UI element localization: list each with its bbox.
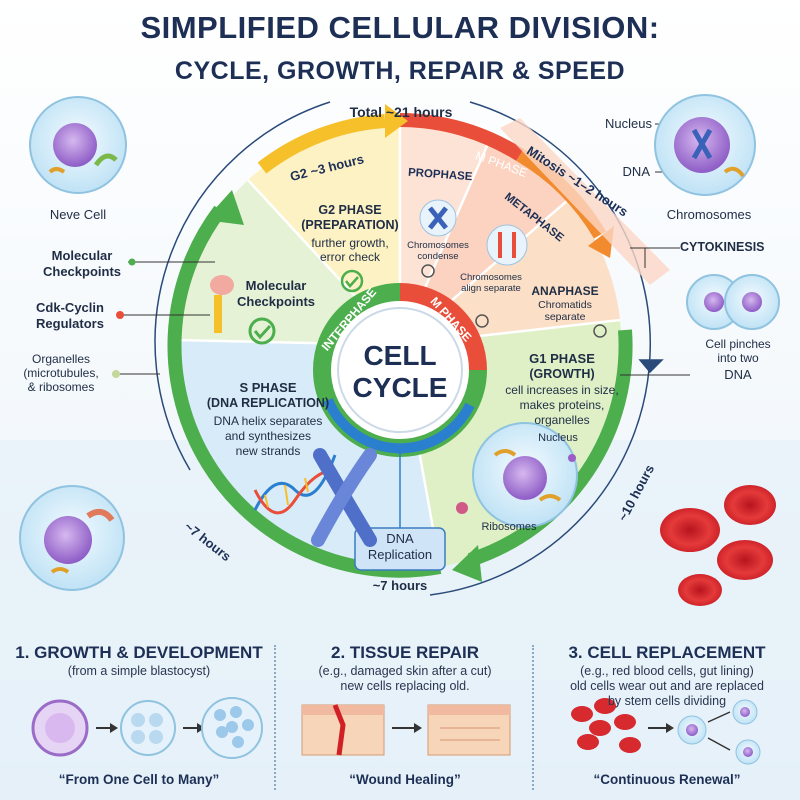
- panel-repair-caption: “Wound Healing”: [349, 772, 461, 787]
- center-title-line2: CYCLE: [352, 372, 448, 403]
- prophase-title: PROPHASE: [408, 167, 474, 183]
- dna-box-line1: DNA: [386, 531, 414, 546]
- green-right-arc: [467, 329, 633, 567]
- s-phase-title: S PHASE: [239, 380, 297, 395]
- green-bottom-arrowhead: [452, 545, 482, 582]
- chromosomes-side-label: Chromosomes: [666, 207, 752, 222]
- cytokinesis-cells-illustration: [686, 274, 780, 330]
- nucleus-cell-illustration: [654, 94, 756, 196]
- anaphase-desc-line2: separate: [544, 311, 586, 323]
- organelles-line2: (microtubules,: [23, 366, 99, 380]
- m-phase-ring: [399, 283, 487, 371]
- g1-phase-title: G1 PHASE: [529, 351, 595, 366]
- g2-phase-subtitle: (PREPARATION): [301, 218, 399, 232]
- m-phase-icons: [419, 199, 607, 338]
- leader-lines: [112, 123, 695, 378]
- center-title-line1: CELL: [363, 340, 437, 371]
- yellow-arrow-arc: [257, 114, 386, 174]
- main-subtitle: CYCLE, GROWTH, REPAIR & SPEED: [174, 57, 626, 85]
- checkpoint-label-line2: Checkpoints: [236, 294, 315, 309]
- main-title: SIMPLIFIED CELLULAR DIVISION:: [140, 10, 660, 45]
- s-desc-line3: new strands: [235, 444, 301, 458]
- red-blood-cells-illustration: [660, 485, 776, 606]
- cdk-line1: Cdk-Cyclin: [36, 300, 104, 315]
- dna-replication-box: [354, 527, 446, 571]
- metaphase-desc-line1: Chromosomes: [460, 272, 522, 283]
- anaphase-title: ANAPHASE: [531, 284, 599, 298]
- dna-side-label: DNA: [622, 164, 650, 179]
- g2-desc-line1: further growth,: [311, 236, 389, 250]
- panel-divider-1: [274, 645, 276, 790]
- cell-replacement-illustration: [571, 698, 761, 765]
- g2-phase-title: G2 PHASE: [318, 203, 382, 217]
- g1-desc-line1: cell increases in size,: [505, 383, 619, 397]
- inner-ring: [313, 283, 487, 457]
- checkpoint-label-line1: Molecular: [245, 278, 307, 293]
- mol-check-side-line2: Checkpoints: [42, 264, 121, 279]
- checkpoint-icons: [210, 269, 364, 345]
- dna-right-label: DNA: [724, 367, 752, 382]
- g1-cell-illustration: [456, 422, 578, 528]
- s-desc-line1: DNA helix separates: [213, 414, 323, 428]
- organelles-line3: & ribosomes: [27, 380, 95, 394]
- panel-replacement-title: 3. CELL REPLACEMENT: [568, 643, 766, 662]
- g1-nucleus-label: Nucleus: [538, 432, 578, 444]
- s-phase-subtitle: (DNA REPLICATION): [206, 396, 330, 410]
- panel-divider-2: [532, 645, 534, 790]
- yellow-arrowhead: [385, 104, 408, 138]
- panel-replacement-sub3: by stem cells dividing: [607, 694, 727, 708]
- total-time-label: Total ~21 hours: [349, 104, 453, 120]
- pinch-line2: into two: [717, 351, 759, 365]
- panel-repair-title: 2. TISSUE REPAIR: [331, 643, 479, 662]
- metaphase-desc-line2: align separate: [461, 283, 521, 294]
- panel-replacement-caption: “Continuous Renewal”: [593, 772, 741, 787]
- mitosis-band: [500, 118, 670, 285]
- anaphase-desc-line1: Chromatids: [538, 299, 592, 311]
- g1-desc-line2: makes proteins,: [519, 398, 605, 412]
- panel-repair-sub1: (e.g., damaged skin after a cut): [318, 664, 492, 678]
- panel-growth-caption: “From One Cell to Many”: [58, 772, 220, 787]
- panel-repair-sub2: new cells replacing old.: [340, 679, 470, 693]
- cytokinesis-label: CYTOKINESIS: [680, 240, 765, 254]
- dna-box-line2: Replication: [367, 547, 433, 562]
- chromosome-illustration: [311, 448, 377, 547]
- growth-illustration: [31, 697, 263, 759]
- panel-growth-title: 1. GROWTH & DEVELOPMENT: [15, 643, 263, 662]
- g1-ribosomes-label: Ribosomes: [481, 521, 537, 533]
- panel-replacement-sub1: (e.g., red blood cells, gut lining): [580, 664, 754, 678]
- panel-replacement-sub2: old cells wear out and are replaced: [570, 679, 764, 693]
- g2-desc-line2: error check: [319, 250, 381, 264]
- organelles-line1: Organelles: [31, 352, 91, 366]
- dna-connector-dot: [396, 446, 404, 454]
- timing-ring: [154, 101, 664, 596]
- neve-cell-label: Neve Cell: [49, 207, 107, 222]
- panel-growth-sub: (from a simple blastocyst): [67, 664, 211, 678]
- prophase-desc-line1: Chromosomes: [407, 240, 469, 251]
- tissue-repair-illustration: [301, 704, 511, 756]
- bottom-time-label: ~7 hours: [372, 578, 428, 593]
- prophase-desc-line2: condense: [417, 251, 459, 262]
- left-large-cell-illustration: [19, 485, 125, 591]
- g1-desc-line3: organelles: [534, 413, 590, 427]
- g2-sector: [248, 120, 400, 345]
- mol-check-side-line1: Molecular: [51, 248, 113, 263]
- s-desc-line2: and synthesizes: [224, 429, 312, 443]
- nerve-cell-illustration: [29, 96, 127, 194]
- pinch-line1: Cell pinches: [705, 337, 771, 351]
- cdk-line2: Regulators: [36, 316, 104, 331]
- red-arrow-arc: [399, 113, 524, 161]
- metaphase-sector: [400, 139, 568, 345]
- nucleus-side-label: Nucleus: [605, 116, 652, 131]
- arrowheads: [205, 104, 614, 582]
- green-top-arrowhead: [205, 190, 244, 225]
- g1-phase-subtitle: (GROWTH): [529, 367, 595, 381]
